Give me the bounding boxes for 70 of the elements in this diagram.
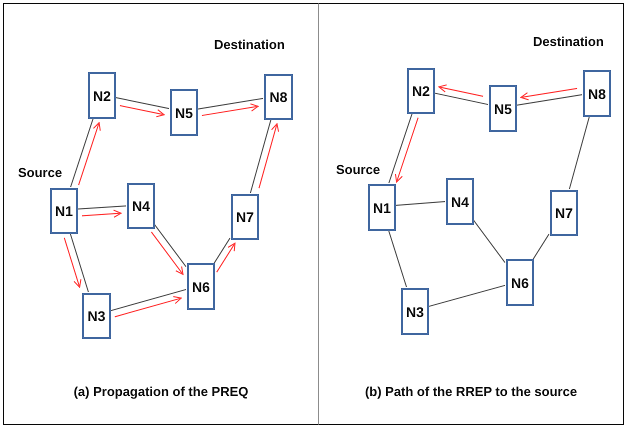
panel-frame — [3, 3, 319, 425]
link-line — [76, 205, 126, 210]
arrow — [114, 296, 182, 318]
node-box — [82, 293, 111, 339]
node-box — [407, 68, 435, 114]
link-line — [388, 112, 413, 184]
node-annotation: Source — [336, 162, 380, 177]
node-box — [506, 259, 534, 306]
link-line — [532, 234, 550, 260]
node-annotation: Source — [18, 165, 62, 180]
node-label: N8 — [588, 86, 606, 102]
node-box — [231, 194, 259, 240]
node-label: N7 — [555, 205, 573, 221]
link-line — [196, 98, 264, 110]
arrow — [64, 238, 82, 288]
link-line — [154, 223, 186, 268]
arrow — [394, 118, 419, 183]
arrow — [258, 123, 280, 188]
node-box — [583, 70, 611, 117]
node-annotation: Destination — [214, 37, 285, 52]
link-line — [70, 232, 89, 292]
link-line — [472, 219, 506, 263]
node-box — [489, 85, 517, 132]
link-line — [516, 94, 582, 106]
node-label: N8 — [270, 89, 288, 105]
link-line — [114, 96, 170, 110]
arrow — [216, 242, 236, 272]
arrow — [520, 88, 578, 100]
node-box — [127, 183, 155, 229]
arrow — [120, 105, 165, 118]
node-label: N1 — [373, 200, 391, 216]
node-label: N4 — [451, 194, 469, 210]
node-annotation: Destination — [533, 34, 604, 49]
link-line — [428, 284, 506, 308]
node-label: N6 — [511, 274, 529, 290]
node-label: N4 — [132, 198, 150, 214]
node-label: N7 — [236, 209, 254, 225]
node-label: N2 — [93, 88, 111, 104]
node-label: N6 — [192, 278, 210, 294]
arrow — [438, 84, 484, 97]
node-label: N1 — [55, 203, 73, 219]
link-line — [250, 118, 272, 194]
node-label: N5 — [175, 104, 193, 120]
node-box — [401, 288, 429, 335]
node-box — [50, 188, 78, 234]
panel-caption: (a) Propagation of the PREQ — [74, 384, 248, 399]
panel-frame — [318, 3, 624, 425]
arrow — [78, 122, 101, 186]
node-label: N5 — [494, 100, 512, 116]
node-box — [88, 72, 116, 119]
link-line — [110, 288, 186, 312]
node-box — [170, 89, 198, 136]
node-box — [368, 184, 396, 231]
node-box — [264, 74, 293, 120]
node-label: N3 — [406, 304, 424, 320]
node-label: N3 — [88, 308, 106, 324]
node-label: N2 — [412, 83, 430, 99]
node-box — [446, 178, 474, 225]
node-box — [187, 263, 215, 310]
link-line — [394, 201, 446, 206]
arrow — [150, 232, 184, 275]
panel-caption: (b) Path of the RREP to the source — [364, 384, 578, 399]
link-line — [70, 118, 94, 188]
arrow — [202, 103, 259, 116]
link-line — [434, 92, 488, 106]
node-box — [550, 190, 578, 236]
link-line — [568, 116, 590, 190]
arrow — [82, 210, 122, 218]
link-line — [388, 230, 408, 288]
link-line — [214, 238, 230, 264]
